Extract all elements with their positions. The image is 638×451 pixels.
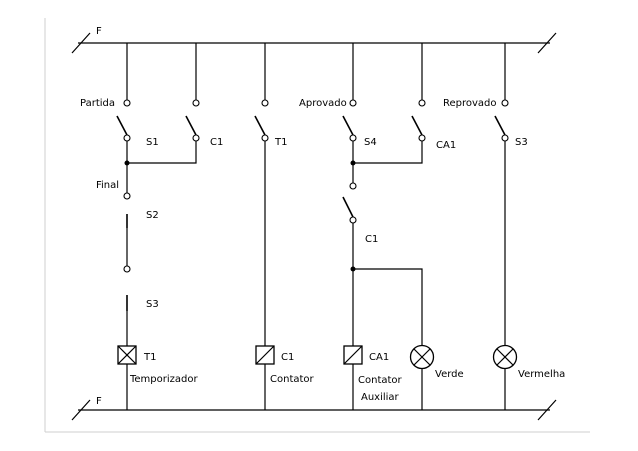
s4-terminal xyxy=(349,134,357,142)
contact-c1-top-blade xyxy=(185,115,197,136)
coil-ca1-diag xyxy=(343,345,363,365)
label-t1-tag: T1 xyxy=(143,352,156,363)
ca1-contact-bottom-terminal xyxy=(418,134,426,142)
reprovado-terminal xyxy=(501,99,509,107)
label-s2: S2 xyxy=(146,210,159,221)
lamp-verde-cross-b xyxy=(413,348,431,366)
aprovado-terminal xyxy=(349,99,357,107)
label-contator-auxiliar-2: Auxiliar xyxy=(361,392,400,403)
rung-temporizador xyxy=(116,43,137,410)
bottom-rail: F xyxy=(71,396,557,421)
lamp-vermelha-cross-b xyxy=(496,348,514,366)
contact-s3-top-blade xyxy=(494,115,506,136)
contact-s4-blade xyxy=(342,115,354,136)
label-t1-contact: T1 xyxy=(274,137,287,148)
t1-contact-bottom-terminal xyxy=(261,134,269,142)
bottom-rail-break-left xyxy=(71,399,91,421)
top-rail: F xyxy=(71,26,557,54)
final-terminal xyxy=(123,192,131,200)
rung-contator xyxy=(254,43,275,410)
s1-terminal xyxy=(123,134,131,142)
c1-top-terminal xyxy=(192,99,200,107)
label-reprovado: Reprovado xyxy=(443,98,497,109)
label-contator: Contator xyxy=(270,374,315,385)
coil-t1-diag2 xyxy=(117,345,137,365)
label-partida: Partida xyxy=(80,98,115,109)
contact-t1-blade xyxy=(254,115,266,136)
c1-top-bottom-terminal xyxy=(192,134,200,142)
coil-c1-diag xyxy=(255,345,275,365)
contact-c1-mid-blade xyxy=(342,196,354,218)
rung-vermelha xyxy=(492,43,518,410)
label-final: Final xyxy=(96,180,119,191)
top-rail-break-left xyxy=(71,32,91,54)
c1-mid-bottom-terminal xyxy=(349,216,357,224)
label-temporizador: Temporizador xyxy=(129,374,199,385)
t1-contact-terminal xyxy=(261,99,269,107)
label-vermelha: Vermelha xyxy=(518,369,565,380)
label-c1-top: C1 xyxy=(210,137,223,148)
s3-mid-terminal xyxy=(123,265,131,273)
ca1-contact-terminal xyxy=(418,99,426,107)
partida-terminal xyxy=(123,99,131,107)
label-s3-mid: S3 xyxy=(146,299,159,310)
label-contator-auxiliar-1: Contator xyxy=(358,375,403,386)
label-aprovado: Aprovado xyxy=(299,98,347,109)
s3-top-terminal xyxy=(501,134,509,142)
top-rail-label: F xyxy=(96,26,102,37)
label-verde: Verde xyxy=(435,369,464,380)
label-s3-top: S3 xyxy=(515,137,528,148)
contact-ca1-blade xyxy=(411,115,423,136)
label-s4: S4 xyxy=(364,137,377,148)
bottom-rail-break-right xyxy=(537,399,557,421)
branch-ca1-seal xyxy=(353,43,426,164)
bottom-rail-label: F xyxy=(96,396,102,407)
label-c1-mid: C1 xyxy=(365,234,378,245)
branch-c1-seal xyxy=(127,43,200,164)
top-rail-break-right xyxy=(537,32,557,54)
label-s1: S1 xyxy=(146,137,159,148)
branch-verde-lamp xyxy=(353,268,435,410)
label-ca1-tag: CA1 xyxy=(369,352,389,363)
label-c1-tag: C1 xyxy=(281,352,294,363)
label-ca1-contact: CA1 xyxy=(436,140,456,151)
contact-s1-blade xyxy=(116,115,128,136)
c1-mid-top-terminal xyxy=(349,182,357,190)
